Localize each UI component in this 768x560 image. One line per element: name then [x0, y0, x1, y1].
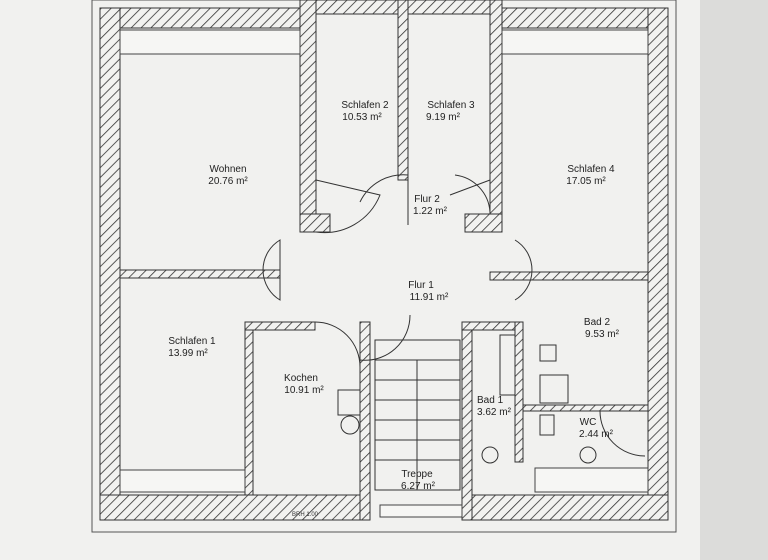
paper-edge: [700, 0, 768, 560]
door-flur2: [359, 174, 409, 225]
wall-bottom-left: [99, 494, 361, 521]
wall-flur2-right: [464, 213, 503, 233]
wall-right: [647, 7, 669, 521]
door-flur2-b: [454, 174, 491, 213]
wall-stairs-right: [461, 321, 473, 521]
walls: [99, 0, 669, 521]
door-treppe: [359, 314, 411, 361]
window-bad2: [534, 467, 649, 493]
bathtub: [499, 334, 516, 396]
room-area-schlafen3: 9.19 m²: [426, 112, 461, 123]
plan-border: [91, 0, 677, 533]
room-area-treppe: 6.27 m²: [401, 481, 436, 492]
room-area-schlafen1: 13.99 m²: [168, 348, 208, 359]
wall-schlafen2-3: [397, 0, 409, 181]
room-name-flur1: Flur 1: [408, 280, 434, 291]
door-wohnen: [262, 239, 281, 301]
room-area-kochen: 10.91 m²: [284, 385, 324, 396]
stove: [337, 389, 361, 416]
door-schlafen3: [449, 179, 491, 196]
room-area-wohnen: 20.76 m²: [208, 176, 248, 187]
shower: [539, 374, 569, 404]
room-name-wc: WC: [580, 417, 597, 428]
window-schlafen4: [501, 29, 649, 55]
wall-bottom-right: [469, 494, 669, 521]
room-name-treppe: Treppe: [401, 469, 433, 480]
wall-bad1-right: [514, 321, 524, 463]
room-name-kochen: Kochen: [284, 373, 318, 384]
sink-wc: [539, 414, 555, 436]
room-labels: Wohnen 20.76 m² Schlafen 2 10.53 m² Schl…: [168, 100, 619, 518]
wall-top-right: [499, 7, 669, 29]
room-name-schlafen2: Schlafen 2: [341, 100, 389, 111]
wall-top-left: [99, 7, 301, 29]
room-name-bad1: Bad 1: [477, 395, 504, 406]
room-name-wohnen: Wohnen: [209, 164, 246, 175]
room-area-schlafen2: 10.53 m²: [342, 112, 382, 123]
wall-kochen-left: [244, 321, 254, 496]
wall-schlafen3-right: [489, 0, 503, 233]
wall-mid-left: [119, 269, 281, 279]
room-area-flur1: 11.91 m²: [410, 292, 449, 303]
door-schlafen2: [315, 179, 381, 234]
sink-bad2: [539, 344, 557, 362]
wall-schlafen2-left: [299, 0, 317, 233]
door-schlafen4: [514, 239, 533, 301]
stair-steps: [375, 359, 460, 490]
wall-flur2-left: [299, 213, 331, 233]
door-wc: [599, 410, 646, 457]
doors: [262, 174, 646, 491]
door-kochen: [314, 321, 361, 368]
window-schlafen1: [119, 469, 246, 493]
room-name-flur2: Flur 2: [414, 194, 440, 205]
toilet-bad1: [481, 446, 499, 464]
room-area-wc: 2.44 m²: [579, 429, 614, 440]
wall-bad2-wc: [522, 404, 649, 412]
window-wohnen: [119, 29, 301, 55]
wall-left: [99, 7, 121, 521]
window-treppe: [379, 504, 463, 518]
brh-label: BRH 1.00: [292, 512, 319, 518]
room-name-schlafen3: Schlafen 3: [427, 100, 475, 111]
room-name-schlafen4: Schlafen 4: [567, 164, 615, 175]
room-area-schlafen4: 17.05 m²: [566, 176, 606, 187]
toilet-wc: [579, 446, 597, 464]
room-area-bad1: 3.62 m²: [477, 407, 512, 418]
room-area-flur2: 1.22 m²: [413, 206, 448, 217]
wall-kochen-top: [244, 321, 316, 331]
stove-burner: [340, 415, 360, 435]
room-area-bad2: 9.53 m²: [585, 329, 620, 340]
windows: [119, 29, 649, 518]
room-name-bad2: Bad 2: [584, 317, 611, 328]
room-name-schlafen1: Schlafen 1: [168, 336, 216, 347]
wall-stairs-left: [359, 321, 371, 521]
wall-bad1-top: [461, 321, 523, 331]
wall-mid-right: [489, 271, 649, 281]
